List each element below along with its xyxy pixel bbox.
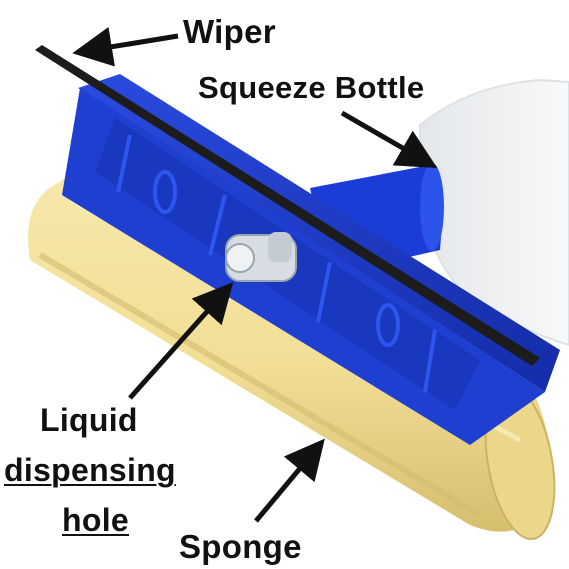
arrow-icon	[340, 110, 438, 168]
label-liquid-line3: hole	[62, 502, 129, 538]
label-squeeze-bottle: Squeeze Bottle	[198, 70, 425, 105]
label-sponge: Sponge	[179, 528, 302, 565]
arrow-icon	[72, 27, 179, 67]
label-liquid-line2: dispensing	[4, 452, 176, 488]
arrow-icon	[254, 438, 325, 523]
wiper-blade	[35, 45, 540, 366]
label-wiper: Wiper	[183, 13, 276, 50]
nozzle	[225, 232, 297, 282]
label-liquid-line1: Liquid	[40, 402, 138, 438]
arrow-icon	[128, 282, 234, 400]
